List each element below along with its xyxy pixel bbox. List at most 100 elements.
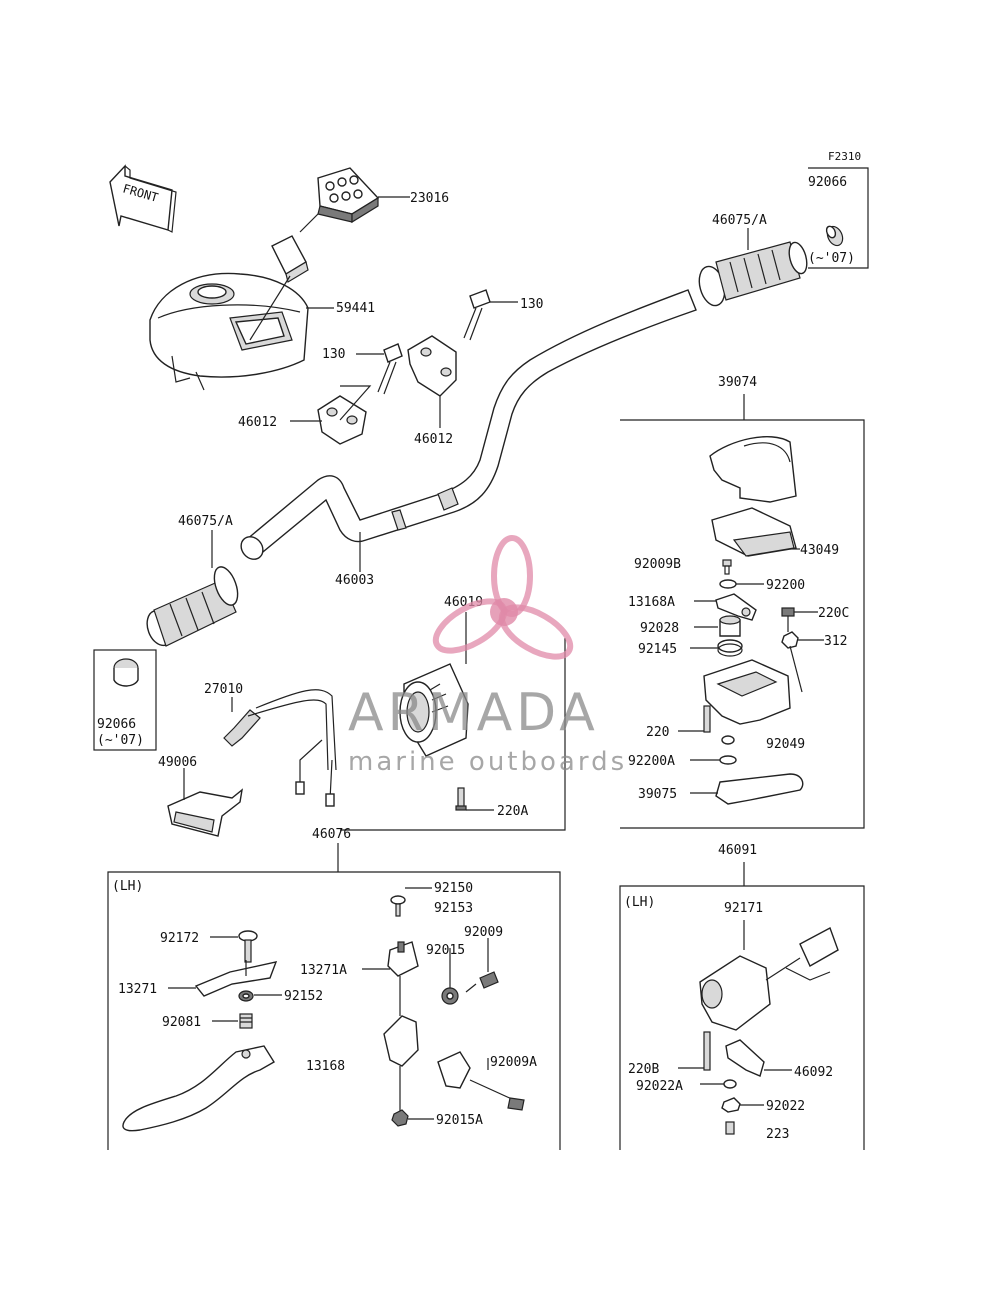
- part-92066-top-cap: [825, 225, 844, 247]
- part-223-screw: [725, 1121, 735, 1135]
- part-130-bolt-right: [463, 289, 491, 341]
- part-92022-nut: [721, 1097, 741, 1113]
- label-07-top: (~'07): [808, 251, 855, 266]
- label-92150: 92150: [434, 881, 473, 896]
- label-49006: 49006: [158, 755, 197, 770]
- watermark-propeller-logo: [432, 535, 574, 660]
- label-46076: 46076: [312, 827, 351, 842]
- part-clutch-lever: [122, 1045, 275, 1132]
- part-92022a-washer: [723, 1079, 737, 1089]
- part-92150: [390, 895, 406, 917]
- part-49006: [167, 788, 243, 837]
- part-27010-cable: [223, 689, 337, 807]
- frame-46091-lh: [619, 885, 865, 1150]
- label-220: 220: [646, 725, 669, 740]
- label-lh-right: (LH): [624, 895, 655, 910]
- label-92009: 92009: [464, 925, 503, 940]
- label-130-left: 130: [322, 347, 345, 362]
- label-92022a: 92022A: [636, 1079, 683, 1094]
- label-46075a-left: 46075/A: [178, 514, 233, 529]
- part-13271-switch: [194, 960, 278, 997]
- part-92049-body: [703, 645, 803, 725]
- part-43049: [711, 507, 797, 557]
- frame-39074-group: [620, 419, 865, 829]
- watermark-tagline: marine outboards: [348, 747, 627, 777]
- part-130-bolt-left: [377, 343, 403, 395]
- label-59441: 59441: [336, 301, 375, 316]
- label-92066-top: 92066: [808, 175, 847, 190]
- part-220-screw: [703, 705, 711, 733]
- label-13271: 13271: [118, 982, 157, 997]
- label-27010: 27010: [204, 682, 243, 697]
- part-46012-clamp-right: [407, 335, 457, 397]
- part-46012-clamp-left: [317, 395, 367, 445]
- label-39075: 39075: [638, 787, 677, 802]
- box-92066-left: [93, 649, 157, 751]
- label-46092: 46092: [794, 1065, 833, 1080]
- part-46075a-left-grip: [146, 566, 239, 647]
- part-connector: [271, 235, 309, 283]
- part-39075-lever: [715, 773, 804, 805]
- part-92015a-nut: [391, 1109, 409, 1127]
- label-46075a-top: 46075/A: [712, 213, 767, 228]
- label-lh-left: (LH): [112, 879, 143, 894]
- label-130-right: 130: [520, 297, 543, 312]
- ref-code: F2310: [828, 150, 861, 163]
- label-92200: 92200: [766, 578, 805, 593]
- label-220a: 220A: [497, 804, 528, 819]
- part-13168a: [715, 593, 757, 621]
- label-92015a: 92015A: [436, 1113, 483, 1128]
- label-92081: 92081: [162, 1015, 201, 1030]
- part-92009b-screw: [722, 559, 732, 575]
- part-92028: [719, 615, 741, 637]
- part-46075a-right-grip: [698, 241, 808, 307]
- label-92152: 92152: [284, 989, 323, 1004]
- label-92009b: 92009B: [634, 557, 681, 572]
- label-92022: 92022: [766, 1099, 805, 1114]
- label-13271a: 13271A: [300, 963, 347, 978]
- label-23016: 23016: [410, 191, 449, 206]
- part-39074-guard: [709, 436, 797, 503]
- label-39074: 39074: [718, 375, 757, 390]
- frame-46019-group: [340, 638, 566, 831]
- part-92200-washer: [719, 579, 737, 589]
- part-92015-bushing: [441, 987, 459, 1005]
- frame-46076-lh: [107, 871, 561, 1150]
- label-223: 223: [766, 1127, 789, 1142]
- label-92066-left: 92066: [97, 717, 136, 732]
- label-92009a: 92009A: [490, 1055, 537, 1070]
- part-92081-spring: [239, 1013, 253, 1029]
- part-92200a-washer: [719, 735, 737, 765]
- label-220b: 220B: [628, 1062, 659, 1077]
- label-46012-left: 46012: [238, 415, 277, 430]
- part-lever-bracket: [383, 976, 525, 1112]
- label-43049: 43049: [800, 543, 839, 558]
- part-92066-left-cap: [113, 658, 139, 687]
- label-312: 312: [824, 634, 847, 649]
- label-07-left: (~'07): [97, 733, 144, 748]
- part-46091-switch: [699, 927, 839, 1031]
- label-92145: 92145: [638, 642, 677, 657]
- part-220b-screw: [703, 1031, 711, 1071]
- part-46003-handlebar: [240, 289, 697, 560]
- label-13168: 13168: [306, 1059, 345, 1074]
- watermark-brand: ARMADA: [348, 683, 599, 743]
- part-92152-washer: [238, 990, 254, 1002]
- part-92009-screw: [465, 971, 499, 993]
- part-92145-spring: [717, 639, 743, 657]
- label-92172: 92172: [160, 931, 199, 946]
- label-13168a: 13168A: [628, 595, 675, 610]
- part-220a-screw: [455, 787, 467, 811]
- label-92153: 92153: [434, 901, 473, 916]
- part-46019-housing: [399, 663, 469, 757]
- label-46091: 46091: [718, 843, 757, 858]
- front-arrow: FRONT: [109, 164, 177, 233]
- part-13271a: [387, 941, 419, 977]
- label-92049: 92049: [766, 737, 805, 752]
- leader-46012-left: [290, 385, 372, 422]
- label-46003: 46003: [335, 573, 374, 588]
- label-92028: 92028: [640, 621, 679, 636]
- part-92172-screw: [238, 930, 258, 963]
